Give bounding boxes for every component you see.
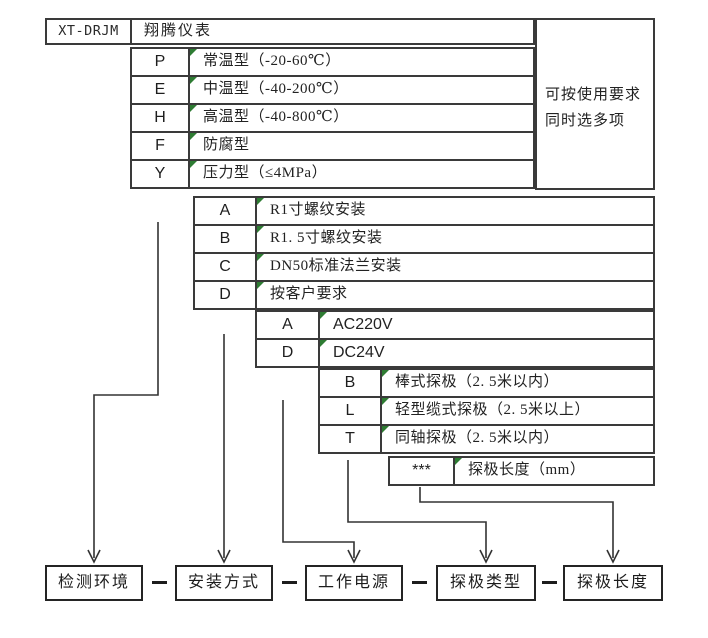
description-cell: 按客户要求 [257,282,653,308]
selection-row: B 棒式探极（2. 5米以内） [318,368,655,398]
code-cell: A [257,312,320,338]
probe-length-box: 探极长度 [563,565,663,601]
description-cell: 探极长度（mm） [455,458,653,484]
arrowhead-icon [606,549,620,564]
probe-type-box: 探极类型 [436,565,536,601]
code-cell: D [257,340,320,366]
corner-mark-icon [190,105,197,112]
selection-row: F 防腐型 [130,131,535,161]
description-cell: 轻型缆式探极（2. 5米以上） [382,398,653,424]
corner-mark-icon [382,370,389,377]
corner-mark-icon [257,254,264,261]
corner-mark-icon [257,226,264,233]
code-cell: Y [132,161,190,187]
power-supply-box: 工作电源 [305,565,403,601]
arrowhead-icon [479,549,493,564]
corner-mark-icon [382,426,389,433]
selection-row: A AC220V [255,310,655,340]
description-label: 压力型（≤4MPa） [203,165,328,181]
note-line-2: 同时选多项 [545,113,626,129]
selection-row: A R1寸螺纹安装 [193,196,655,226]
code-cell: C [195,254,257,280]
installation-method-box: 安装方式 [175,565,273,601]
description-cell: 压力型（≤4MPa） [190,161,533,187]
code-cell: P [132,49,190,75]
code-cell: A [195,198,257,224]
model-header-row: XT-DRJM 翔腾仪表 [45,18,535,45]
corner-mark-icon [190,49,197,56]
arrowhead-icon [87,549,101,564]
arrowhead-icon [217,549,231,564]
description-label: 棒式探极（2. 5米以内） [395,374,560,390]
code-cell: L [320,398,382,424]
description-cell: R1寸螺纹安装 [257,198,653,224]
code-cell: H [132,105,190,131]
description-label: 中温型（-40-200℃） [203,81,349,97]
detection-environment-box: 检测环境 [45,565,143,601]
corner-mark-icon [190,161,197,168]
corner-mark-icon [190,77,197,84]
selection-row: L 轻型缆式探极（2. 5米以上） [318,396,655,426]
description-cell: 防腐型 [190,133,533,159]
selection-row: C DN50标准法兰安装 [193,252,655,282]
model-code-cell: XT-DRJM [47,20,132,43]
description-label: 常温型（-20-60℃） [203,53,341,69]
description-cell: 棒式探极（2. 5米以内） [382,370,653,396]
description-label: AC220V [333,316,393,333]
description-label: DN50标准法兰安装 [270,258,402,274]
description-label: 按客户要求 [270,286,348,302]
code-cell: F [132,133,190,159]
selection-row: B R1. 5寸螺纹安装 [193,224,655,254]
selection-row: H 高温型（-40-800℃） [130,103,535,133]
description-cell: AC220V [320,312,653,338]
corner-mark-icon [190,133,197,140]
description-label: 同轴探极（2. 5米以内） [395,430,560,446]
selection-row: T 同轴探极（2. 5米以内） [318,424,655,454]
description-cell: R1. 5寸螺纹安装 [257,226,653,252]
description-label: 高温型（-40-800℃） [203,109,349,125]
note-line-1: 可按使用要求 [545,87,642,103]
selection-row: D DC24V [255,338,655,368]
brand-name-cell: 翔腾仪表 [144,23,213,39]
description-cell: 同轴探极（2. 5米以内） [382,426,653,452]
description-cell: 高温型（-40-800℃） [190,105,533,131]
code-cell: T [320,426,382,452]
description-cell: 常温型（-20-60℃） [190,49,533,75]
code-cell: D [195,282,257,308]
corner-mark-icon [257,282,264,289]
description-cell: DN50标准法兰安装 [257,254,653,280]
code-cell: *** [390,458,455,484]
dash-separator [152,581,167,584]
dash-separator [542,581,557,584]
dash-separator [282,581,297,584]
selection-row: E 中温型（-40-200℃） [130,75,535,105]
code-cell: B [320,370,382,396]
dash-separator [412,581,427,584]
code-cell: B [195,226,257,252]
description-label: R1. 5寸螺纹安装 [270,230,383,246]
corner-mark-icon [382,398,389,405]
multi-select-note: 可按使用要求 同时选多项 [535,18,655,190]
selection-row: D 按客户要求 [193,280,655,310]
description-label: 轻型缆式探极（2. 5米以上） [395,402,591,418]
description-label: 探极长度（mm） [468,462,586,478]
selection-row: P 常温型（-20-60℃） [130,47,535,77]
corner-mark-icon [455,458,462,465]
description-label: 防腐型 [203,137,250,153]
description-cell: 中温型（-40-200℃） [190,77,533,103]
corner-mark-icon [320,340,327,347]
arrowhead-icon [347,549,361,564]
connector-detection-environment [93,222,159,558]
connector-probe-length [419,487,614,558]
description-label: R1寸螺纹安装 [270,202,367,218]
selection-row: Y 压力型（≤4MPa） [130,159,535,189]
selection-row: *** 探极长度（mm） [388,456,655,486]
description-cell: DC24V [320,340,653,366]
corner-mark-icon [320,312,327,319]
description-label: DC24V [333,344,385,361]
corner-mark-icon [257,198,264,205]
code-cell: E [132,77,190,103]
